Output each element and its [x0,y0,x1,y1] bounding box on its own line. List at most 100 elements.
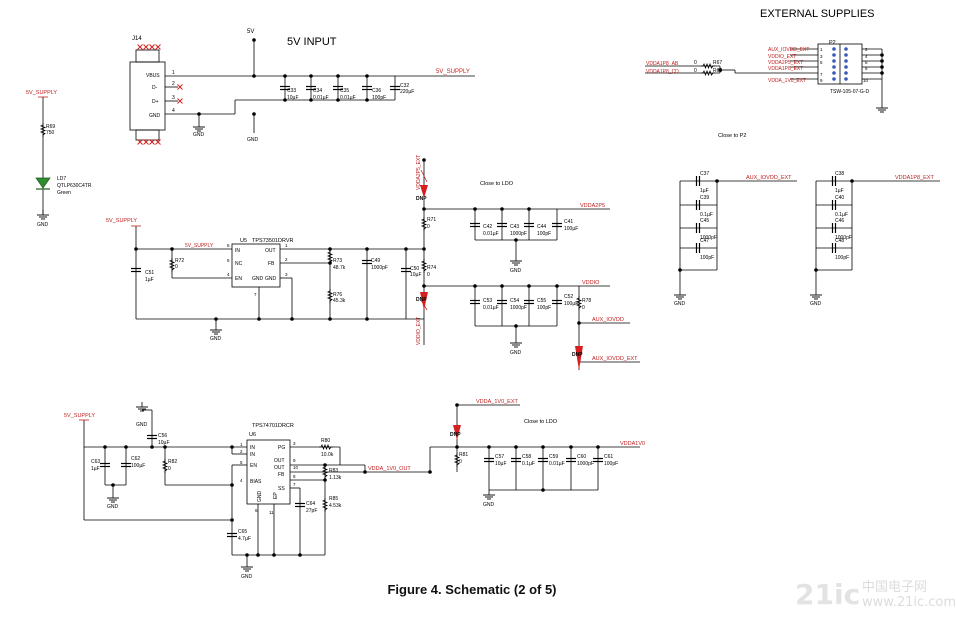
dnp-r71: DNP [416,196,427,202]
u6-pinnum-4: 4 [240,478,243,483]
value-r82: 0 [168,466,171,472]
led-part: QTLP630C4TR [57,183,92,189]
label-r82: R82 [168,459,177,465]
value-r71: 0 [427,224,430,230]
net-aux-iovdd-ext: AUX_IOVDD_EXT [592,356,638,362]
u5-pinnum-2: 2 [285,257,288,262]
label-r73: R73 [333,258,342,264]
u6-pinnum-1: 1 [240,442,243,447]
p2-pin-dots [832,47,848,81]
u6-pin-out-2: OUT [274,465,285,471]
value-c45: 1000pF [700,235,717,241]
value-r69: 750 [46,130,55,136]
p2-pin-5: 5 [820,60,823,65]
j14-pin-gnd: GND [149,113,161,119]
value-c32: 220µF [400,89,414,95]
net-5v-supply-u5: 5V_SUPPLY [106,218,137,224]
label-r72: R72 [175,258,184,264]
label-c44: C44 [537,224,546,230]
value-c52: 100µF [564,301,578,307]
label-c38: C38 [835,171,844,177]
label-r74: R74 [427,265,436,271]
value-c41: 100µF [564,226,578,232]
u5-pinnum-4: 4 [227,272,230,277]
label-c42: C42 [483,224,492,230]
watermark-text: 中国电子网 www.21ic.com [862,580,956,610]
net-gnd-u5: GND [210,336,222,342]
j14-ref: J14 [132,36,142,42]
note-close-to-ldo-2: Close to LDO [524,419,558,425]
j14-pin-vbus: VBUS [146,73,160,79]
p2-part: TSW-105-07-G-D [830,89,869,95]
value-c40: 0.1µF [835,212,848,218]
dnp-r81: DNP [450,432,461,438]
led-ref: LD7 [57,176,66,182]
value-c60: 1000pF [577,461,594,467]
label-c55: C55 [537,298,546,304]
u5-pinnum-5: 5 [227,258,230,263]
label-c53: C53 [483,298,492,304]
dnp-markers [420,169,583,440]
value-c63: 1µF [91,466,100,472]
value-r83: 1.13k [329,475,342,481]
p2-net-vddio-ext: VDDIO_EXT [768,54,796,60]
u5-pinnum-6: 6 [227,243,230,248]
u6-pin-in-2: IN [250,452,255,458]
u6-pin-en: EN [250,463,257,469]
label-r71: R71 [427,217,436,223]
net-vdda1p8-ext-right: VDDA1P8_EXT [895,175,934,181]
p2-pin-6: 6 [865,60,868,65]
label-r83: R83 [329,468,338,474]
connector-p2 [817,43,863,85]
value-c44: 100pF [537,231,551,237]
watermark-url: www.21ic.com [862,595,956,610]
u6-ref: U6 [249,432,256,438]
watermark-logo: 21ic [795,578,861,611]
label-c41: C41 [564,219,573,225]
net-5v-supply-u5-in: 5V_SUPPLY [185,243,214,249]
value-c59: 0.01µF [549,461,565,467]
j14-pinnum-1: 1 [172,70,175,76]
value-c65: 4.7µF [238,536,251,542]
value-c33: 10µF [287,95,299,101]
p2-pin-2: 2 [865,47,868,52]
label-c50: C50 [410,266,419,272]
u5-pin-gnd-pad: GND [252,276,264,282]
value-c58: 0.1µF [522,461,535,467]
label-c64: C64 [306,501,315,507]
value-r74: 0 [427,272,430,278]
net-5v-supply-u6: 5V_SUPPLY [64,413,95,419]
net-gnd-vdda2p5: GND [510,268,522,274]
u5-ref: U5 [240,238,247,244]
label-c46: C46 [835,218,844,224]
label-r68: R68 [713,68,722,74]
net-gnd-bank1: GND [674,301,686,307]
dnp-r74: DNP [416,297,427,303]
u6-pinnum-7: 7 [293,482,296,487]
u6-pin-ep: EP [273,492,279,499]
u6-pin-fb: FB [278,472,285,478]
label-r67: R67 [713,60,722,66]
p2-net-vdda-1v0-ext: VDDA_1V0_EXT [768,78,806,84]
p2-pin-10: 10 [863,78,869,83]
value-c47: 100pF [700,255,714,261]
u5-part: TPS73501DRVR [252,238,294,244]
value-c46: 1000pF [835,235,852,241]
supply-flags [38,96,141,421]
label-c45: C45 [700,218,709,224]
u6-part: TPS74701DRCR [252,423,294,429]
p2-net-aux-iovdd-ext: AUX_IOVDD_EXT [768,47,809,53]
net-5v-supply-led: 5V_SUPPLY [26,90,57,96]
label-c60: C60 [577,454,586,460]
label-c34: C34 [313,88,322,94]
net-5v: 5V [247,29,254,35]
value-r76: 45.3k [333,298,346,304]
label-r76: R76 [333,292,342,298]
u5-pin-out: OUT [265,248,276,254]
net-gnd-c56: GND [136,422,148,428]
label-r78: R78 [582,298,591,304]
u6-pin-in-1: IN [250,445,255,451]
note-close-to-p2: Close to P2 [718,133,746,139]
value-c35: 0.01µF [340,95,356,101]
u5-pin-nc: NC [235,261,243,267]
